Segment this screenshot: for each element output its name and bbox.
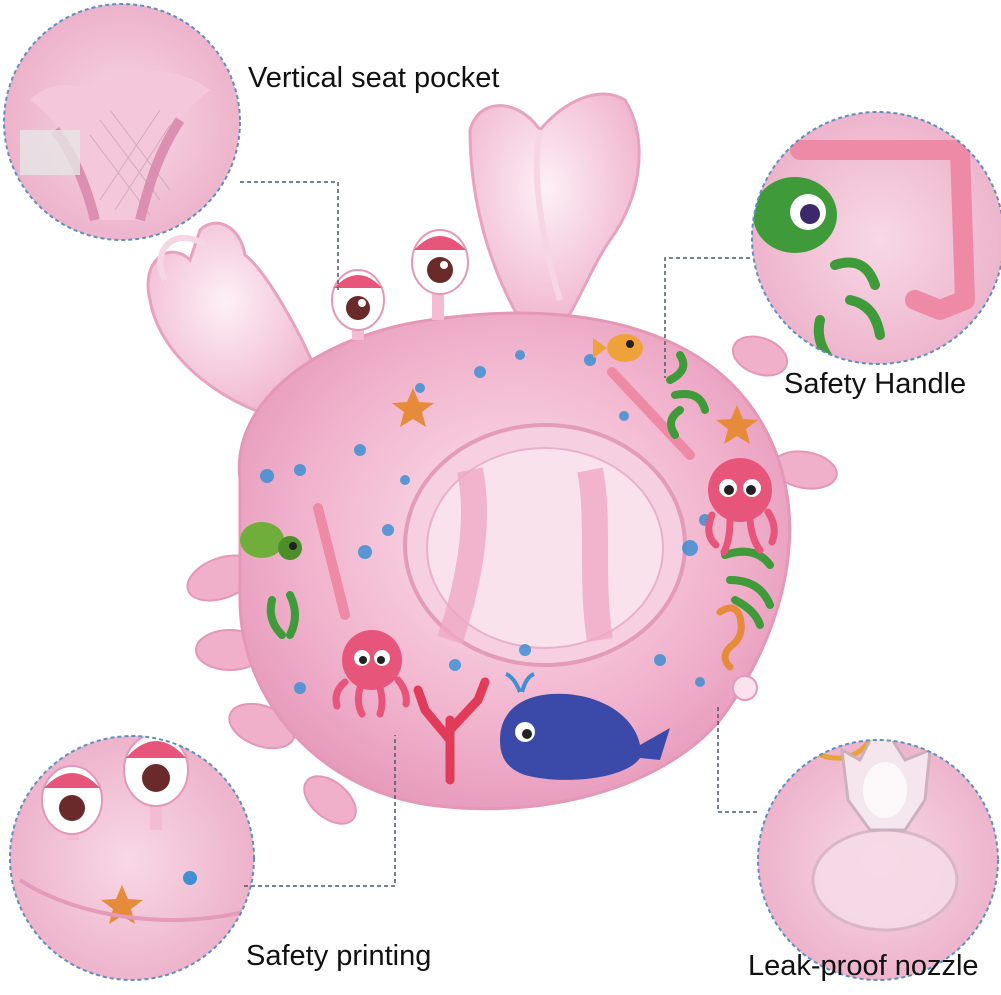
seaweed-icon bbox=[266, 351, 774, 639]
crab-float bbox=[146, 92, 838, 825]
callout-lines bbox=[240, 181, 757, 887]
callout-seat-pocket: Vertical seat pocket bbox=[248, 62, 500, 94]
right-claw bbox=[468, 92, 641, 332]
crab-eyes bbox=[331, 229, 469, 340]
fish-icon bbox=[593, 334, 643, 362]
coral-icon bbox=[413, 677, 490, 785]
octopus-icon bbox=[332, 630, 410, 718]
octopus-icon bbox=[705, 458, 778, 556]
callout-safety-handle: Safety Handle bbox=[784, 368, 967, 400]
handle-icon bbox=[313, 367, 695, 620]
zoom-safety-printing bbox=[9, 735, 255, 981]
bubbles-icon bbox=[260, 350, 711, 694]
zoom-leak-proof-nozzle bbox=[757, 739, 999, 981]
callout-safety-printing: Safety printing bbox=[246, 940, 432, 972]
zoom-safety-handle bbox=[751, 111, 1001, 365]
starfish-icon bbox=[392, 388, 758, 444]
whale-icon bbox=[500, 672, 670, 780]
left-claw bbox=[146, 221, 322, 422]
seahorse-icon bbox=[716, 604, 745, 671]
zoom-seat-pocket bbox=[3, 3, 241, 241]
valve-icon bbox=[732, 675, 758, 701]
turtle-icon bbox=[240, 522, 302, 560]
callout-leak-proof-nozzle: Leak-proof nozzle bbox=[748, 950, 979, 982]
